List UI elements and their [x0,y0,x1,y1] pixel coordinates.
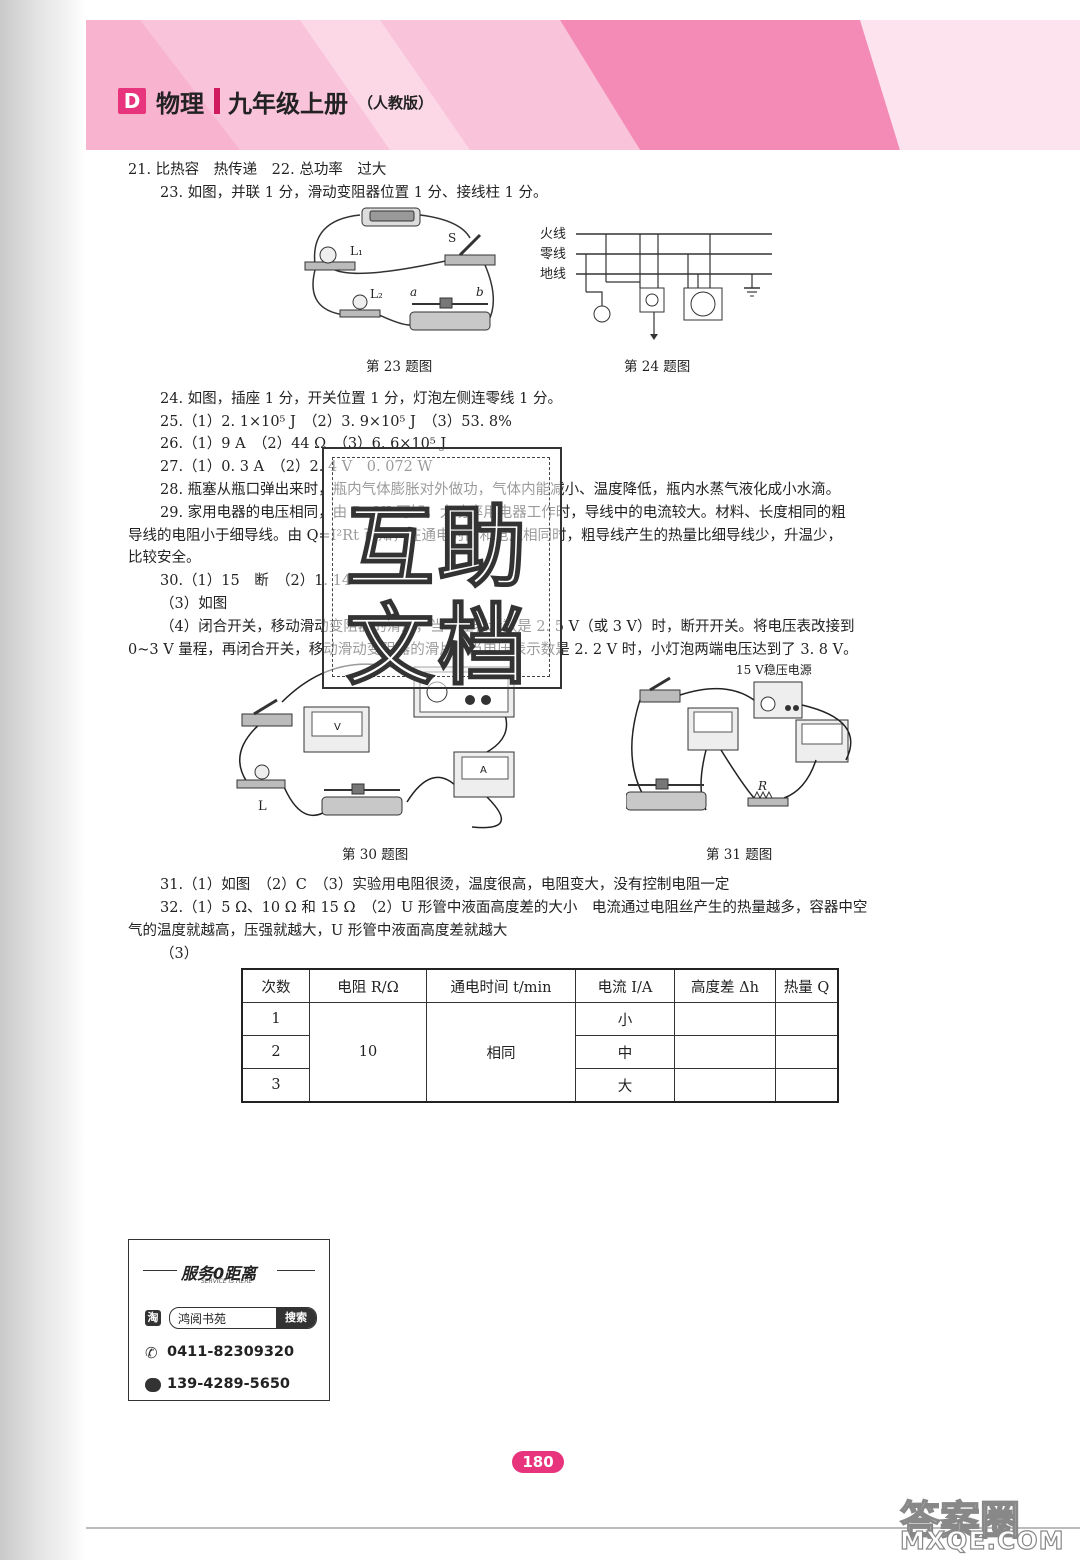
corner-watermark-url: MXQE.COM [899,1525,1065,1555]
answer-line: 32.（1）5 Ω、10 Ω 和 15 Ω （2）U 形管中液面高度差的大小 电… [160,900,868,916]
stamp-inner-border [332,457,550,677]
table-cell-empty [674,1068,776,1103]
answer-line: 气的温度就越高，压强就越大，U 形管中液面高度差就越大 [128,923,508,939]
table-cell-time: 相同 [426,1002,576,1103]
divider [143,1270,177,1271]
table-cell-empty [674,1002,776,1036]
table-header-cell: 电阻 R/Ω [309,968,427,1003]
subject-title: 物理 [156,90,204,118]
answer-line: 24. 如图，插座 1 分，开关位置 1 分，灯泡左侧连零线 1 分。 [160,391,562,407]
table-cell-empty [674,1035,776,1069]
answer-line: 30.（1）15 断 （2）1. 14 [160,573,352,589]
caption-fig30: 第 30 题图 [342,847,409,863]
figure-24-wiring: 火线 零线 地线 [540,227,772,340]
footer-rule [86,1527,1080,1529]
page-header: D 物理 九年级上册 （人教版） [0,0,1080,150]
caption-fig23: 第 23 题图 [366,359,433,375]
subject-badge: D [118,88,146,114]
table-row: 2 中 [241,1035,839,1069]
label-zero-line: 零线 [540,247,566,262]
label-fire-line: 火线 [540,227,566,242]
table-cell-current: 大 [575,1068,675,1103]
service-box: 服务0距离 SERVICE IS HERE 淘 鸿阅书苑 搜索 ✆ 0411-8… [128,1239,330,1401]
shop-search-box: 鸿阅书苑 搜索 [169,1307,317,1329]
figure-31-circuit: 15 V稳压电源 R [626,662,852,811]
label-a: a [410,285,417,299]
table-cell-empty [775,1002,839,1036]
mobile-number: 139-4289-5650 [167,1376,291,1392]
phone-icon: ✆ [145,1344,158,1362]
label-ground-line: 地线 [540,267,566,282]
header-banner [86,20,1080,150]
table-cell-empty [775,1068,839,1103]
answer-line: 31.（1）如图 （2）C （3）实验用电阻很烫，温度很高，电阻变大，没有控制电… [160,877,730,893]
label-lamp: L [258,799,267,814]
table-row: 1 10 相同 小 [241,1002,839,1103]
table-row: 3 大 [241,1068,839,1103]
grade-title: 九年级上册 [228,90,348,118]
answer-line: 比较安全。 [128,550,201,566]
taobao-icon: 淘 [145,1310,161,1326]
corner-watermark: 答案圈 [899,1497,1021,1545]
table-cell-resistance: 10 [309,1002,427,1103]
answer-line: 21. 比热容 热传递 22. 总功率 过大 [128,162,387,178]
watermark-stamp: 互助 文档 [322,447,562,698]
label-l2: L₂ [370,287,383,301]
stamp-text: 互助 [345,495,531,600]
answer-line: （3） [160,946,199,962]
answer-line: 25.（1）2. 1×10⁵ J （2）3. 9×10⁵ J （3）53. 8% [160,414,512,430]
stamp-text: 文档 [345,593,531,698]
answer-line: 23. 如图，并联 1 分，滑动变阻器位置 1 分、接线柱 1 分。 [160,185,548,201]
shop-name: 鸿阅书苑 [178,1312,227,1326]
table-header-cell: 热量 Q [775,968,839,1003]
divider [277,1270,315,1271]
table-cell-current: 中 [575,1035,675,1069]
table-cell-run: 1 [241,1002,310,1036]
page-binding-shadow [0,0,86,1560]
table-cell-empty [775,1035,839,1069]
label-supply: 15 V稳压电源 [736,662,812,677]
table-header-cell: 高度差 Δh [674,968,776,1003]
table-header-row: 次数 电阻 R/Ω 通电时间 t/min 电流 I/A 高度差 Δh 热量 Q [241,968,839,1003]
caption-fig24: 第 24 题图 [624,359,691,375]
table-header-cell: 电流 I/A [575,968,675,1003]
wechat-icon [145,1378,161,1392]
figure-23-circuit: L₁ L₂ S a b [304,207,496,331]
answer-line: （3）如图 [160,596,228,612]
label-voltmeter: V [334,722,341,733]
service-subtitle: SERVICE IS HERE [201,1278,253,1285]
table-cell-run: 2 [241,1035,310,1069]
search-button: 搜索 [276,1308,316,1328]
label-l1: L₁ [350,244,363,258]
phone-number: 0411-82309320 [167,1344,295,1360]
page-number: 180 [512,1451,564,1473]
service-title: 服务0距离 [181,1264,257,1283]
table-header-cell: 通电时间 t/min [426,968,576,1003]
table-cell-current: 小 [575,1002,675,1036]
header-divider [214,88,220,114]
label-s: S [448,231,456,245]
table-header-cell: 次数 [241,968,310,1003]
label-ammeter: A [480,765,487,776]
label-b: b [476,285,484,299]
edition-label: （人教版） [358,94,434,112]
caption-fig31: 第 31 题图 [706,847,773,863]
label-resistor: R [757,779,767,793]
experiment-table: 次数 电阻 R/Ω 通电时间 t/min 电流 I/A 高度差 Δh 热量 Q … [241,968,839,1103]
table-cell-run: 3 [241,1068,310,1103]
